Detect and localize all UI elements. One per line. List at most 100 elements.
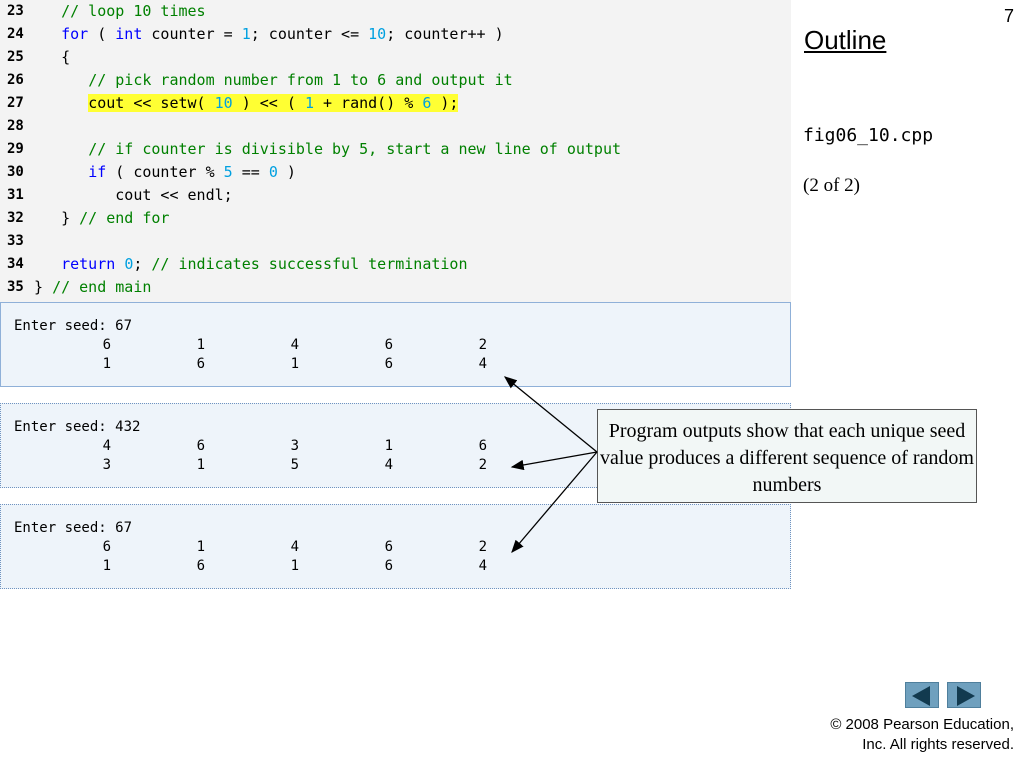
left-triangle-icon bbox=[912, 686, 930, 706]
code-token: 0 bbox=[124, 255, 134, 273]
line-number: 28 bbox=[7, 118, 24, 134]
code-token: 6 bbox=[422, 94, 432, 112]
code-text: // pick random number from 1 to 6 and ou… bbox=[34, 69, 512, 92]
seed-value: 67 bbox=[115, 318, 133, 334]
line-number: 35 bbox=[7, 279, 24, 295]
copyright-notice: © 2008 Pearson Education, Inc. All right… bbox=[830, 715, 1014, 755]
output-number: 6 bbox=[384, 356, 393, 372]
line-number: 30 bbox=[7, 164, 24, 180]
output-number: 4 bbox=[102, 438, 111, 454]
line-number: 23 bbox=[7, 3, 24, 19]
output-number: 6 bbox=[196, 356, 205, 372]
seed-prompt: Enter seed: bbox=[14, 419, 116, 435]
code-token: == bbox=[232, 163, 269, 181]
code-text: { bbox=[34, 46, 70, 69]
line-number: 25 bbox=[7, 49, 24, 65]
code-token: // end main bbox=[52, 278, 152, 296]
output-number: 1 bbox=[102, 356, 111, 372]
code-token: ; bbox=[133, 255, 152, 273]
arrow-to-output-2 bbox=[510, 451, 598, 471]
slide-number: 7 bbox=[1003, 6, 1014, 26]
seed-prompt-line: Enter seed: 67 bbox=[14, 317, 132, 336]
code-token: int bbox=[115, 25, 143, 43]
output-number: 4 bbox=[478, 356, 487, 372]
output-number: 4 bbox=[478, 558, 487, 574]
code-token: 1 bbox=[304, 94, 314, 112]
code-token: cout << setw( bbox=[88, 94, 215, 112]
code-token: // indicates successful termination bbox=[151, 255, 468, 273]
output-number: 5 bbox=[290, 457, 299, 473]
code-text: // if counter is divisible by 5, start a… bbox=[34, 138, 621, 161]
output-number: 1 bbox=[384, 438, 393, 454]
output-number: 6 bbox=[384, 558, 393, 574]
code-text: if ( counter % 5 == 0 ) bbox=[34, 161, 296, 184]
right-triangle-icon bbox=[957, 686, 975, 706]
code-listing: 23 // loop 10 times 24 for ( int counter … bbox=[0, 0, 791, 302]
code-token: } bbox=[34, 209, 80, 227]
code-text: } // end main bbox=[34, 276, 151, 299]
code-token: // if counter is divisible by 5, start a… bbox=[88, 140, 622, 158]
code-token: return bbox=[61, 255, 116, 273]
output-number: 6 bbox=[196, 558, 205, 574]
output-number: 2 bbox=[478, 457, 487, 473]
code-token: 1 bbox=[241, 25, 251, 43]
output-number: 1 bbox=[196, 539, 205, 555]
output-number: 4 bbox=[290, 337, 299, 353]
code-token: 10 bbox=[214, 94, 233, 112]
output-number: 1 bbox=[102, 558, 111, 574]
seed-prompt-line: Enter seed: 432 bbox=[14, 418, 140, 437]
arrow-to-output-3 bbox=[511, 451, 598, 553]
code-token: ; counter++ ) bbox=[386, 25, 504, 43]
code-text: return 0; // indicates successful termin… bbox=[34, 253, 467, 276]
line-number: 24 bbox=[7, 26, 24, 42]
code-text: cout << endl; bbox=[34, 184, 232, 207]
output-number: 3 bbox=[290, 438, 299, 454]
output-number: 6 bbox=[196, 438, 205, 454]
line-number: 32 bbox=[7, 210, 24, 226]
code-token: } bbox=[34, 278, 53, 296]
code-text: } // end for bbox=[34, 207, 169, 230]
seed-value: 432 bbox=[115, 419, 141, 435]
output-number: 1 bbox=[290, 356, 299, 372]
outline-link[interactable]: Outline bbox=[804, 25, 887, 55]
line-number: 34 bbox=[7, 256, 24, 272]
copyright-line-1: © 2008 Pearson Education, bbox=[830, 716, 1014, 733]
code-token: 5 bbox=[223, 163, 233, 181]
seed-prompt-line: Enter seed: 67 bbox=[14, 519, 132, 538]
line-number: 26 bbox=[7, 72, 24, 88]
code-text: cout << setw( 10 ) << ( 1 + rand() % 6 )… bbox=[34, 92, 459, 115]
next-slide-button[interactable] bbox=[947, 682, 981, 708]
line-number: 33 bbox=[7, 233, 24, 249]
code-token: ) bbox=[277, 163, 296, 181]
part-indicator: (2 of 2) bbox=[803, 175, 860, 196]
code-token: 10 bbox=[368, 25, 387, 43]
seed-prompt: Enter seed: bbox=[14, 520, 116, 536]
output-number: 1 bbox=[196, 337, 205, 353]
seed-prompt: Enter seed: bbox=[14, 318, 116, 334]
code-token: ) << ( bbox=[232, 94, 305, 112]
code-token: + rand() % bbox=[313, 94, 423, 112]
seed-value: 67 bbox=[115, 520, 133, 536]
line-number: 29 bbox=[7, 141, 24, 157]
output-number: 6 bbox=[102, 337, 111, 353]
previous-slide-button[interactable] bbox=[905, 682, 939, 708]
output-number: 3 bbox=[102, 457, 111, 473]
output-number: 6 bbox=[384, 539, 393, 555]
output-number: 1 bbox=[290, 558, 299, 574]
output-number: 6 bbox=[478, 438, 487, 454]
line-number: 27 bbox=[7, 95, 24, 111]
code-token: // loop 10 times bbox=[61, 2, 206, 20]
copyright-line-2: Inc. All rights reserved. bbox=[862, 736, 1014, 753]
arrow-to-output-1 bbox=[503, 376, 598, 453]
code-token: 0 bbox=[268, 163, 278, 181]
callout-box: Program outputs show that each unique se… bbox=[597, 409, 977, 503]
code-token: for bbox=[61, 25, 89, 43]
file-name: fig06_10.cpp bbox=[803, 125, 934, 146]
code-token: // end for bbox=[79, 209, 170, 227]
output-number: 2 bbox=[478, 337, 487, 353]
code-token: ( counter % bbox=[106, 163, 224, 181]
code-text: for ( int counter = 1; counter <= 10; co… bbox=[34, 23, 504, 46]
